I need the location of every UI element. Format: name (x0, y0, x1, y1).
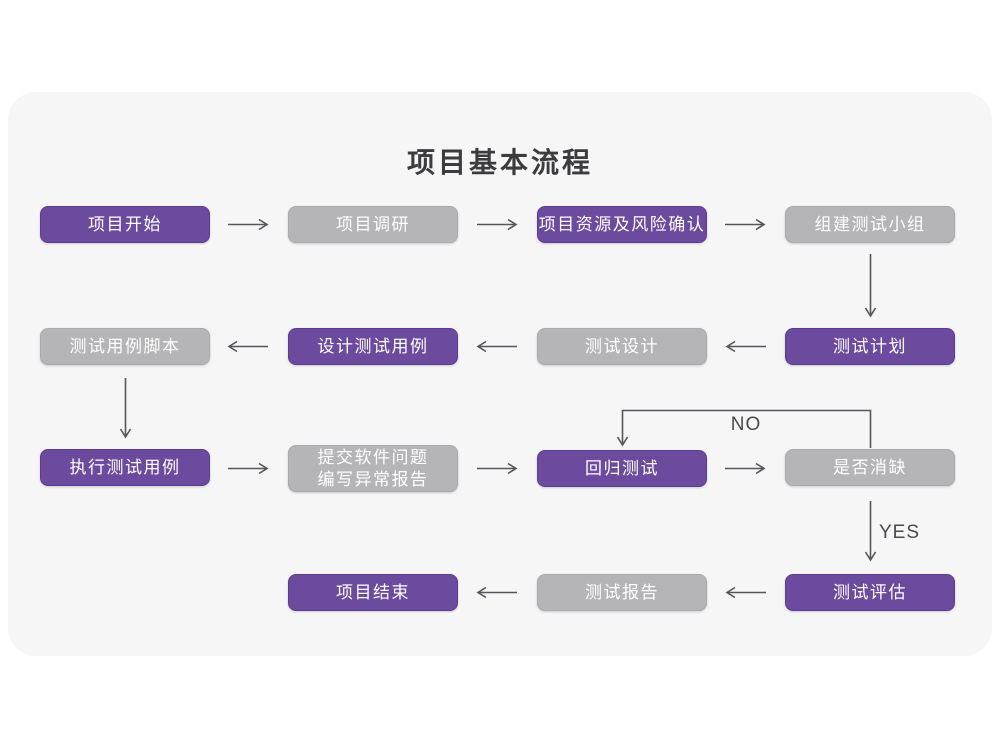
node-project-research: 项目调研 (288, 206, 458, 243)
flowchart-card (8, 92, 992, 656)
node-defect-cleared: 是否消缺 (785, 449, 955, 486)
node-test-case-scripts: 测试用例脚本 (40, 328, 210, 365)
node-execute-test-cases: 执行测试用例 (40, 449, 210, 486)
diagram-title: 项目基本流程 (406, 147, 593, 178)
node-resource-risk-confirm: 项目资源及风险确认 (537, 206, 707, 243)
node-design-test-cases: 设计测试用例 (288, 328, 458, 365)
node-test-report: 测试报告 (537, 574, 707, 611)
node-test-design: 测试设计 (537, 328, 707, 365)
node-test-evaluation: 测试评估 (785, 574, 955, 611)
node-submit-issue-report: 提交软件问题 编写异常报告 (288, 445, 458, 492)
node-regression-test: 回归测试 (537, 450, 707, 487)
node-project-start: 项目开始 (40, 206, 210, 243)
node-build-test-team: 组建测试小组 (785, 206, 955, 243)
node-test-plan: 测试计划 (785, 328, 955, 365)
node-project-end: 项目结束 (288, 574, 458, 611)
edge-label-no: NO (730, 414, 762, 435)
edge-label-yes: YES (879, 522, 921, 543)
